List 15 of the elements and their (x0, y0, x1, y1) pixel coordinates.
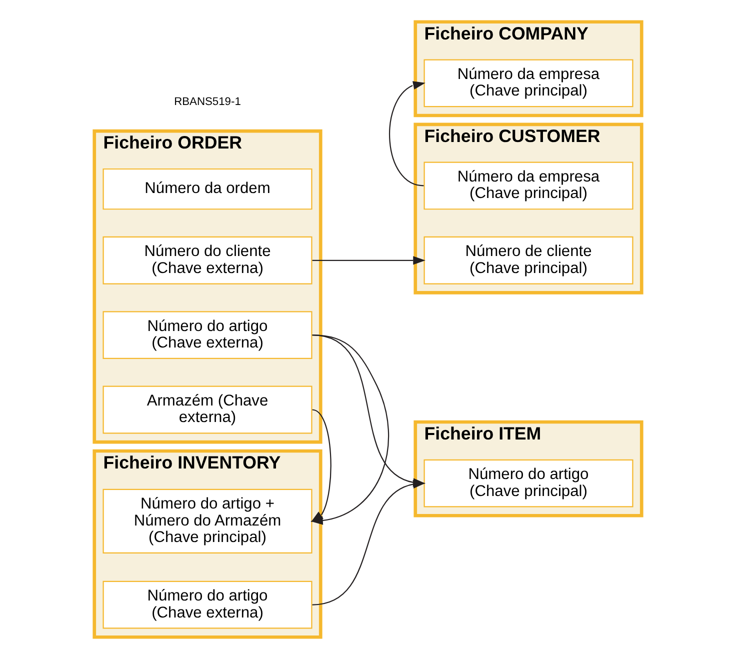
arrow (389, 81, 426, 186)
arrow (310, 409, 332, 522)
node-box: Número do cliente (Chave externa) (102, 236, 312, 284)
node-box: Número do artigo (Chave externa) (102, 580, 312, 629)
node-box: Armazém (Chave externa) (102, 386, 312, 434)
arrow (312, 480, 426, 606)
arrow (312, 256, 426, 265)
node-box: Número da empresa (Chave principal) (424, 162, 634, 210)
node-box: Número da empresa (Chave principal) (424, 59, 634, 108)
node-box: Número do artigo (Chave principal) (424, 459, 634, 508)
node-box: Número da ordem (102, 168, 312, 210)
node-box: Número do artigo + Número do Armazém (Chave principal) (102, 488, 312, 554)
node-box: Número do artigo (Chave externa) (102, 311, 312, 360)
label: RBANS519-1 (174, 96, 241, 108)
node-box: Número de cliente (Chave principal) (424, 236, 634, 284)
